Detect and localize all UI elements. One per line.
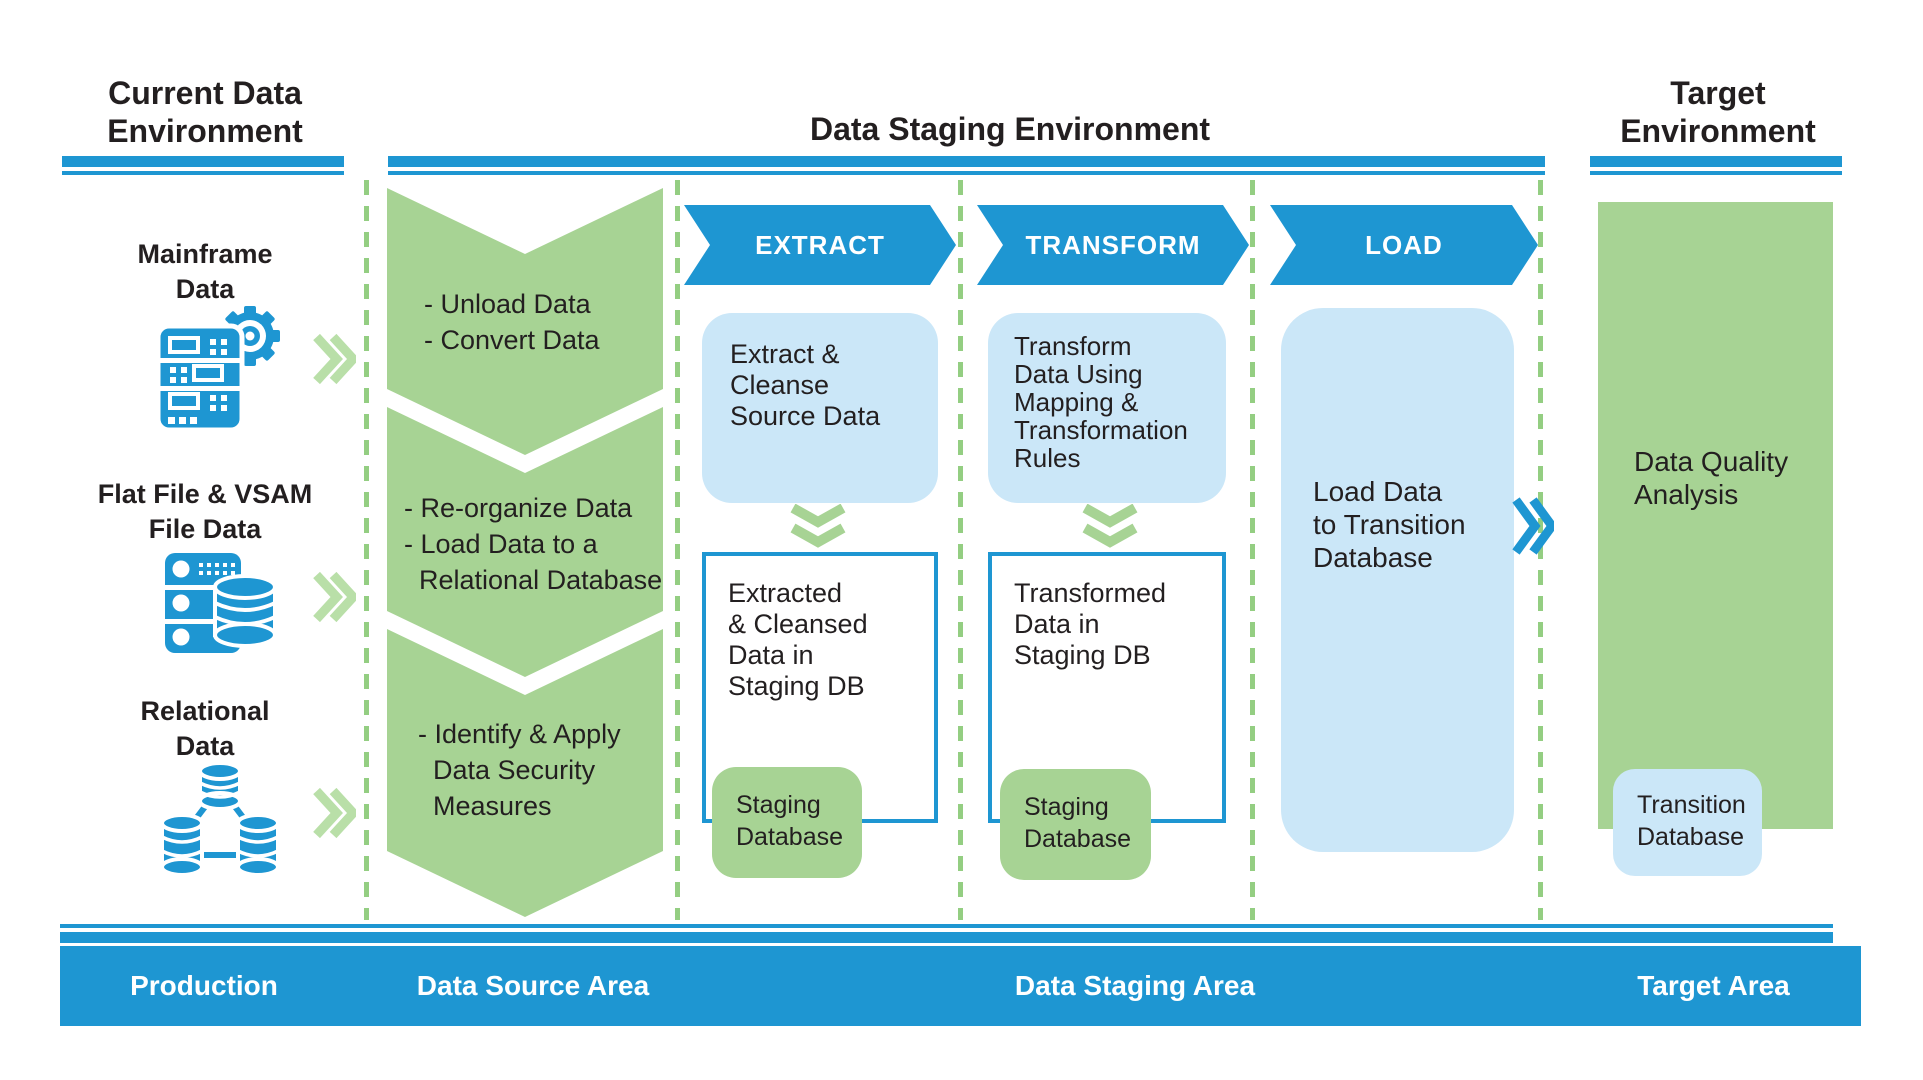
transform-result-text: Transformed Data in Staging DB bbox=[1014, 578, 1167, 670]
dashed-separator-4 bbox=[1250, 180, 1255, 920]
flow-chevrons-right-icon-2 bbox=[312, 568, 360, 631]
source-label-mainframe-data: Mainframe Data bbox=[137, 239, 273, 304]
header-rule-target-thick bbox=[1590, 156, 1842, 167]
area-label-data-staging: Data Staging Area bbox=[1014, 970, 1256, 1001]
down-chevrons-icon-extract bbox=[790, 503, 846, 553]
flow-chevrons-right-icon-1 bbox=[312, 330, 360, 393]
extract-process-box bbox=[702, 313, 938, 503]
extract-result-text: Extracted & Cleansed Data in Staging DB bbox=[728, 578, 868, 701]
transform-staging-database-label: Staging Database bbox=[1024, 793, 1132, 853]
load-banner-label: LOAD bbox=[1365, 229, 1443, 260]
header-rule-staging-thin bbox=[388, 171, 1545, 175]
area-label-data-source: Data Source Area bbox=[416, 970, 650, 1001]
extract-staging-database-box bbox=[712, 767, 862, 878]
dashed-separator-5 bbox=[1538, 180, 1543, 920]
dashed-separator-1 bbox=[364, 180, 369, 920]
extract-staging-database-label: Staging Database bbox=[736, 791, 844, 851]
area-segment-data-staging: Data Staging Area bbox=[662, 946, 1608, 1026]
header-rule-staging-thick bbox=[388, 156, 1545, 167]
transition-database-label: Transition Database bbox=[1637, 791, 1746, 851]
relational-database-network-icon bbox=[158, 757, 282, 898]
header-rule-current-thick bbox=[62, 156, 344, 167]
transition-database-box bbox=[1613, 769, 1762, 876]
transform-process-box bbox=[988, 313, 1226, 503]
header-current-data-environment: Current Data Environment bbox=[107, 75, 303, 149]
staging-step-text-2: - Re-organize Data - Load Data to a Rela… bbox=[404, 493, 663, 595]
down-chevrons-icon-transform bbox=[1082, 503, 1138, 553]
load-process-box bbox=[1281, 308, 1514, 852]
transform-banner: TRANSFORM bbox=[977, 205, 1249, 285]
extract-process-text: Extract & Cleanse Source Data bbox=[730, 339, 881, 431]
data-quality-analysis-panel bbox=[1598, 202, 1833, 829]
source-label-relational-data: Relational Data bbox=[140, 696, 270, 761]
extract-banner-label: EXTRACT bbox=[755, 229, 885, 260]
header-data-staging-environment: Data Staging Environment bbox=[809, 111, 1211, 147]
header-target-environment: Target Environment bbox=[1620, 75, 1816, 149]
area-label-production: Production bbox=[130, 970, 278, 1001]
data-quality-analysis-label: Data Quality Analysis bbox=[1634, 446, 1789, 510]
area-segment-data-source: Data Source Area bbox=[334, 946, 732, 1026]
transform-banner-label: TRANSFORM bbox=[1025, 229, 1201, 260]
transform-staging-database-box bbox=[1000, 769, 1151, 880]
transform-process-text: Transform Data Using Mapping & Transform… bbox=[1014, 331, 1188, 473]
extract-banner: EXTRACT bbox=[684, 205, 956, 285]
staging-step-text-3: - Identify & Apply Data Security Measure… bbox=[418, 719, 621, 821]
bottom-rule-thin bbox=[60, 924, 1833, 928]
source-label-flat-file-vsam: Flat File & VSAM File Data bbox=[97, 479, 313, 544]
header-rule-target-thin bbox=[1590, 171, 1842, 175]
area-segment-target: Target Area bbox=[1538, 946, 1861, 1026]
flow-chevrons-right-icon-3 bbox=[312, 784, 360, 847]
mainframe-server-gear-icon bbox=[150, 298, 295, 448]
dashed-separator-3 bbox=[958, 180, 963, 920]
file-server-database-icon bbox=[163, 547, 281, 662]
area-segment-production: Production bbox=[60, 946, 376, 1026]
bottom-rule-thick bbox=[60, 932, 1833, 943]
dashed-separator-2 bbox=[675, 180, 680, 920]
load-process-text: Load Data to Transition Database bbox=[1313, 476, 1466, 573]
area-label-target: Target Area bbox=[1637, 970, 1790, 1001]
header-rule-current-thin bbox=[62, 171, 344, 175]
load-banner: LOAD bbox=[1270, 205, 1538, 285]
flow-chevrons-right-icon-load bbox=[1512, 494, 1558, 563]
staging-step-text-1: - Unload Data - Convert Data bbox=[424, 289, 600, 355]
